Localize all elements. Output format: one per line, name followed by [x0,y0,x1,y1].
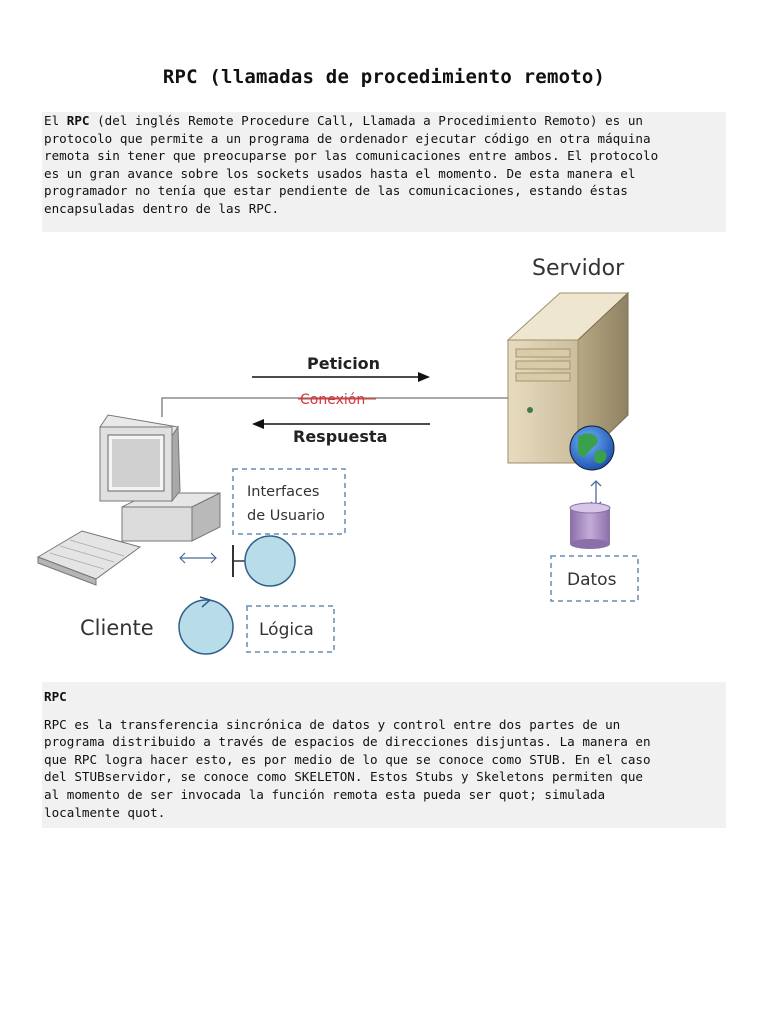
response-arrow [252,419,430,429]
rpc-section: RPC RPC es la transferencia sincrónica de… [42,682,726,828]
intro-line6: encapsuladas dentro de las RPC. [44,200,280,216]
intro-line4: es un gran avance sobre los sockets usad… [44,165,636,181]
database-icon [569,502,611,549]
section-line3: que RPC logra hacer esto, es por medio d… [44,751,651,767]
section-line5: al momento de ser invocada la función re… [44,786,606,802]
logic-box [246,605,335,653]
server-label: Servidor [532,256,625,281]
intro-bold-rpc: RPC [66,113,90,128]
connection-label: Conexión [300,392,365,408]
section-line4: del STUBservidor, se conoce como SKELETO… [44,769,643,785]
intro-line3: remota sin tener que preocuparse por las… [44,148,659,164]
logic-label: Lógica [259,620,314,640]
server-icon [506,291,630,465]
intro-line1: (del inglés Remote Procedure Call, Llama… [89,113,643,128]
logic-circle-icon [178,596,234,655]
globe-icon [569,425,615,471]
intro-line5: programador no tenía que estar pendiente… [44,183,628,199]
page-title: RPC (llamadas de procedimiento remoto) [162,66,606,88]
intro-paragraph: El RPC (del inglés Remote Procedure Call… [42,112,726,232]
interface-circle-icon [179,535,296,587]
connection-line [161,397,508,417]
section-line6: localmente quot. [44,804,166,820]
request-label: Peticion [307,354,380,373]
section-line2: programa distribuido a través de espacio… [44,734,651,750]
response-label: Respuesta [293,427,387,446]
ui-label-line1: Interfaces [247,484,319,500]
ui-label-line2: de Usuario [247,508,325,524]
section-line1: RPC es la transferencia sincrónica de da… [44,716,621,732]
client-label: Cliente [80,616,154,640]
rpc-diagram: Servidor Datos Peticion Conexión [30,245,730,670]
client-computer-icon [36,414,221,586]
data-box [550,555,639,602]
intro-prefix: El [44,113,67,128]
section-heading: RPC [44,689,67,704]
request-arrow [252,372,430,382]
ui-box [232,468,346,535]
intro-line2: protocolo que permite a un programa de o… [44,130,651,146]
data-label: Datos [567,570,617,590]
